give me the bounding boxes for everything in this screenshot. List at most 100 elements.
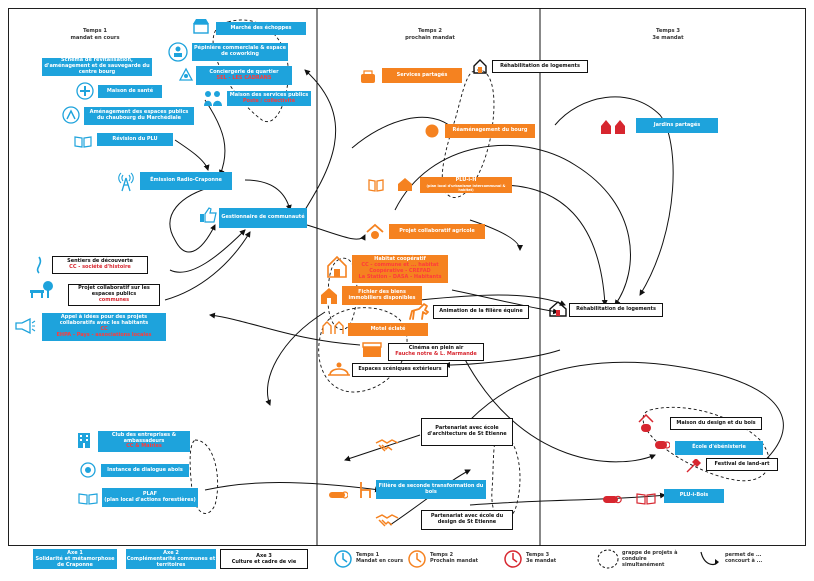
stage-icon [327, 360, 351, 376]
circle-icon [425, 123, 439, 138]
thumbs-up-icon [199, 207, 217, 223]
box-jardins: Jardins partagés [636, 118, 718, 133]
box-appel-idees: Appel à idées pour des projets collabora… [42, 313, 166, 341]
house-icon [397, 177, 413, 192]
arrow-16 [444, 349, 561, 368]
hammer-icon [686, 458, 702, 473]
arrow-2 [174, 139, 210, 171]
box-reamenagement-bourg: Réaménagement du bourg [445, 124, 535, 138]
radio-antenna-icon [116, 170, 136, 192]
box-projet-agricole: Projet collaboratif agricole [389, 224, 485, 239]
arrow-3 [244, 179, 292, 211]
handshake-icon [375, 512, 399, 528]
house-icon [549, 301, 567, 317]
legend-grappe: grappe de projets à conduire simultanéme… [622, 550, 678, 568]
book-icon [368, 177, 384, 192]
column-title: Temps 2 [418, 28, 442, 34]
motel-icon [322, 320, 346, 334]
arrow-20 [204, 482, 381, 493]
arrow-6 [469, 219, 523, 251]
diagram-frame [8, 8, 806, 546]
arrow-10 [351, 116, 456, 149]
bench-tree-icon [28, 280, 54, 300]
book-icon [74, 133, 92, 148]
box-plu-i-h: PLU-i-H(plan local d'urbanisme intercomm… [420, 177, 512, 193]
dialogue-icon [80, 462, 96, 478]
column-header-temps1: Temps 1 mandat en cours [45, 28, 145, 41]
arrow-5 [299, 69, 337, 219]
coworking-icon [168, 42, 188, 62]
coop-house-icon [327, 255, 347, 278]
arrow-12 [554, 96, 674, 296]
arrow-18 [469, 361, 784, 466]
box-animation-equine: Animation de la filière équine [433, 305, 529, 319]
building-icon [76, 431, 92, 449]
shop-icon [192, 18, 210, 34]
book-icon [636, 490, 656, 505]
box-schema-revitalisation: Schéma de revitalisation, d'aménagement … [42, 57, 152, 76]
temps3-icon [504, 550, 522, 568]
wood-logs-icon [602, 490, 622, 504]
dashed-cluster-icon [596, 548, 620, 570]
arrow-1 [204, 99, 226, 176]
handshake-icon [375, 437, 399, 453]
trail-icon [32, 256, 46, 274]
arrow-23 [344, 434, 421, 462]
megaphone-icon [14, 317, 36, 335]
box-maison-design: Maison du design et du bois [670, 417, 762, 430]
box-festival: Festival de land-art [706, 458, 778, 471]
column-header-temps2: Temps 2 prochain mandat [380, 28, 480, 41]
shared-services-icon [360, 69, 376, 83]
legend-permet: permet de ... concourt à ... [725, 552, 763, 564]
cluster-club-plaf [189, 439, 218, 514]
arrow-4 [169, 185, 216, 253]
box-projet-collaboratif-espaces: Projet collaboratif sur les espaces publ… [68, 284, 160, 306]
box-plu-i-bois: PLU-i-Bois [664, 489, 724, 503]
public-space-icon [62, 106, 80, 124]
conciergerie-icon [178, 66, 194, 82]
column-subtitle: prochain mandat [405, 34, 455, 41]
box-ecole-ebenisterie: École d'ébénisterie [675, 441, 763, 455]
box-marche-echoppes: Marché des échoppes [216, 22, 306, 35]
wood-logs-icon [654, 437, 671, 453]
arrow-8 [169, 229, 246, 273]
arrow-11 [394, 144, 631, 306]
arrow-7 [306, 224, 366, 241]
box-filiere-bois: Filière de seconde transformation du boi… [376, 480, 486, 499]
box-gestionnaire: Gestionnaire de communauté [219, 208, 307, 228]
design-house-icon [638, 413, 654, 434]
column-subtitle: 3e mandat [652, 34, 684, 41]
house-icon [472, 58, 488, 74]
arrow-15 [451, 289, 559, 315]
arrow-22 [265, 311, 326, 406]
curved-arrow-icon [698, 549, 722, 569]
house-icon [320, 287, 338, 305]
wood-logs-icon [328, 486, 349, 499]
health-icon [76, 82, 94, 100]
box-plaf: PLAF(plan local d'actions forestières) [102, 488, 198, 507]
cluster-rehab-reamenag [441, 69, 495, 198]
arrow-17 [459, 349, 656, 463]
box-partenariat-archi: Partenariat avec école d'architecture de… [421, 418, 513, 446]
box-rehab-logements-1: Réhabilitation de logements [492, 60, 588, 73]
box-motel: Motel éclaté [348, 323, 428, 336]
temps2-icon [408, 550, 426, 568]
box-maison-sante: Maison de santé [98, 85, 162, 98]
people-icon [203, 89, 223, 107]
column-title: Temps 1 [83, 28, 107, 34]
column-title: Temps 3 [656, 28, 680, 34]
box-emission-radio: Émission Radio-Craponne [140, 172, 232, 190]
clapperboard-icon [362, 342, 382, 358]
box-fichier-biens: Fichier des biens immobiliers disponible… [342, 286, 422, 305]
arrow-21 [209, 312, 361, 346]
arrow-13 [499, 184, 608, 306]
